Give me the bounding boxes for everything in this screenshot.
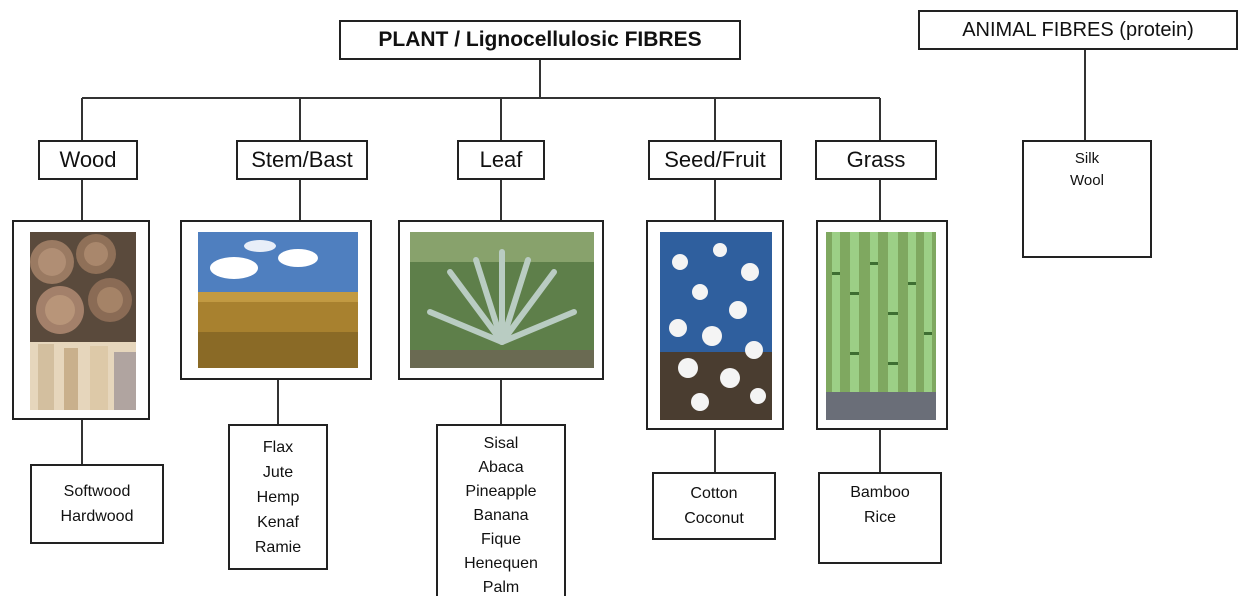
- leaf-photo-frame: [398, 220, 604, 380]
- list-item: Banana: [473, 504, 528, 528]
- cotton-plant-photo: [660, 232, 772, 420]
- plant-fibres-title-text: PLANT / Lignocellulosic FIBRES: [378, 28, 701, 52]
- grass-photo-frame: [816, 220, 948, 430]
- list-item: Palm: [483, 576, 519, 600]
- category-grass-label: Grass: [847, 147, 906, 173]
- stem-bast-photo-frame: [180, 220, 372, 380]
- category-seed-fruit: Seed/Fruit: [648, 140, 782, 180]
- category-leaf-label: Leaf: [480, 147, 523, 173]
- wood-photo-frame: [12, 220, 150, 420]
- category-grass: Grass: [815, 140, 937, 180]
- animal-fibres-title: ANIMAL FIBRES (protein): [918, 10, 1238, 50]
- list-item: Kenaf: [257, 510, 299, 535]
- list-item: Coconut: [684, 506, 744, 531]
- list-item: Rice: [864, 505, 896, 530]
- list-item: Fique: [481, 528, 521, 552]
- list-item: Softwood: [64, 479, 131, 504]
- leaf-examples: Sisal Abaca Pineapple Banana Fique Heneq…: [436, 424, 566, 596]
- grass-examples: Bamboo Rice: [818, 472, 942, 564]
- seed-fruit-examples: Cotton Coconut: [652, 472, 776, 540]
- list-item: Silk: [1075, 148, 1099, 170]
- list-item: Sisal: [484, 432, 519, 456]
- list-item: Hemp: [257, 485, 300, 510]
- stem-bast-examples: Flax Jute Hemp Kenaf Ramie: [228, 424, 328, 570]
- list-item: Ramie: [255, 535, 301, 560]
- bamboo-photo: [826, 232, 936, 420]
- list-item: Hardwood: [61, 504, 134, 529]
- category-leaf: Leaf: [457, 140, 545, 180]
- category-seed-fruit-label: Seed/Fruit: [664, 147, 766, 173]
- list-item: Henequen: [464, 552, 538, 576]
- wood-logs-photo: [30, 232, 136, 410]
- flax-field-photo: [198, 232, 358, 368]
- list-item: Wool: [1070, 170, 1104, 192]
- category-wood: Wood: [38, 140, 138, 180]
- category-wood-label: Wood: [59, 147, 116, 173]
- category-stem-bast: Stem/Bast: [236, 140, 368, 180]
- list-item: Bamboo: [850, 480, 910, 505]
- wood-examples: Softwood Hardwood: [30, 464, 164, 544]
- list-item: Pineapple: [465, 480, 536, 504]
- list-item: Flax: [263, 435, 293, 460]
- animal-fibres-title-text: ANIMAL FIBRES (protein): [962, 19, 1194, 42]
- list-item: Jute: [263, 460, 293, 485]
- list-item: Abaca: [478, 456, 523, 480]
- list-item: Cotton: [690, 481, 737, 506]
- animal-examples: Silk Wool: [1022, 140, 1152, 258]
- category-stem-bast-label: Stem/Bast: [251, 147, 352, 173]
- seed-fruit-photo-frame: [646, 220, 784, 430]
- agave-plant-photo: [410, 232, 594, 368]
- plant-fibres-title: PLANT / Lignocellulosic FIBRES: [339, 20, 741, 60]
